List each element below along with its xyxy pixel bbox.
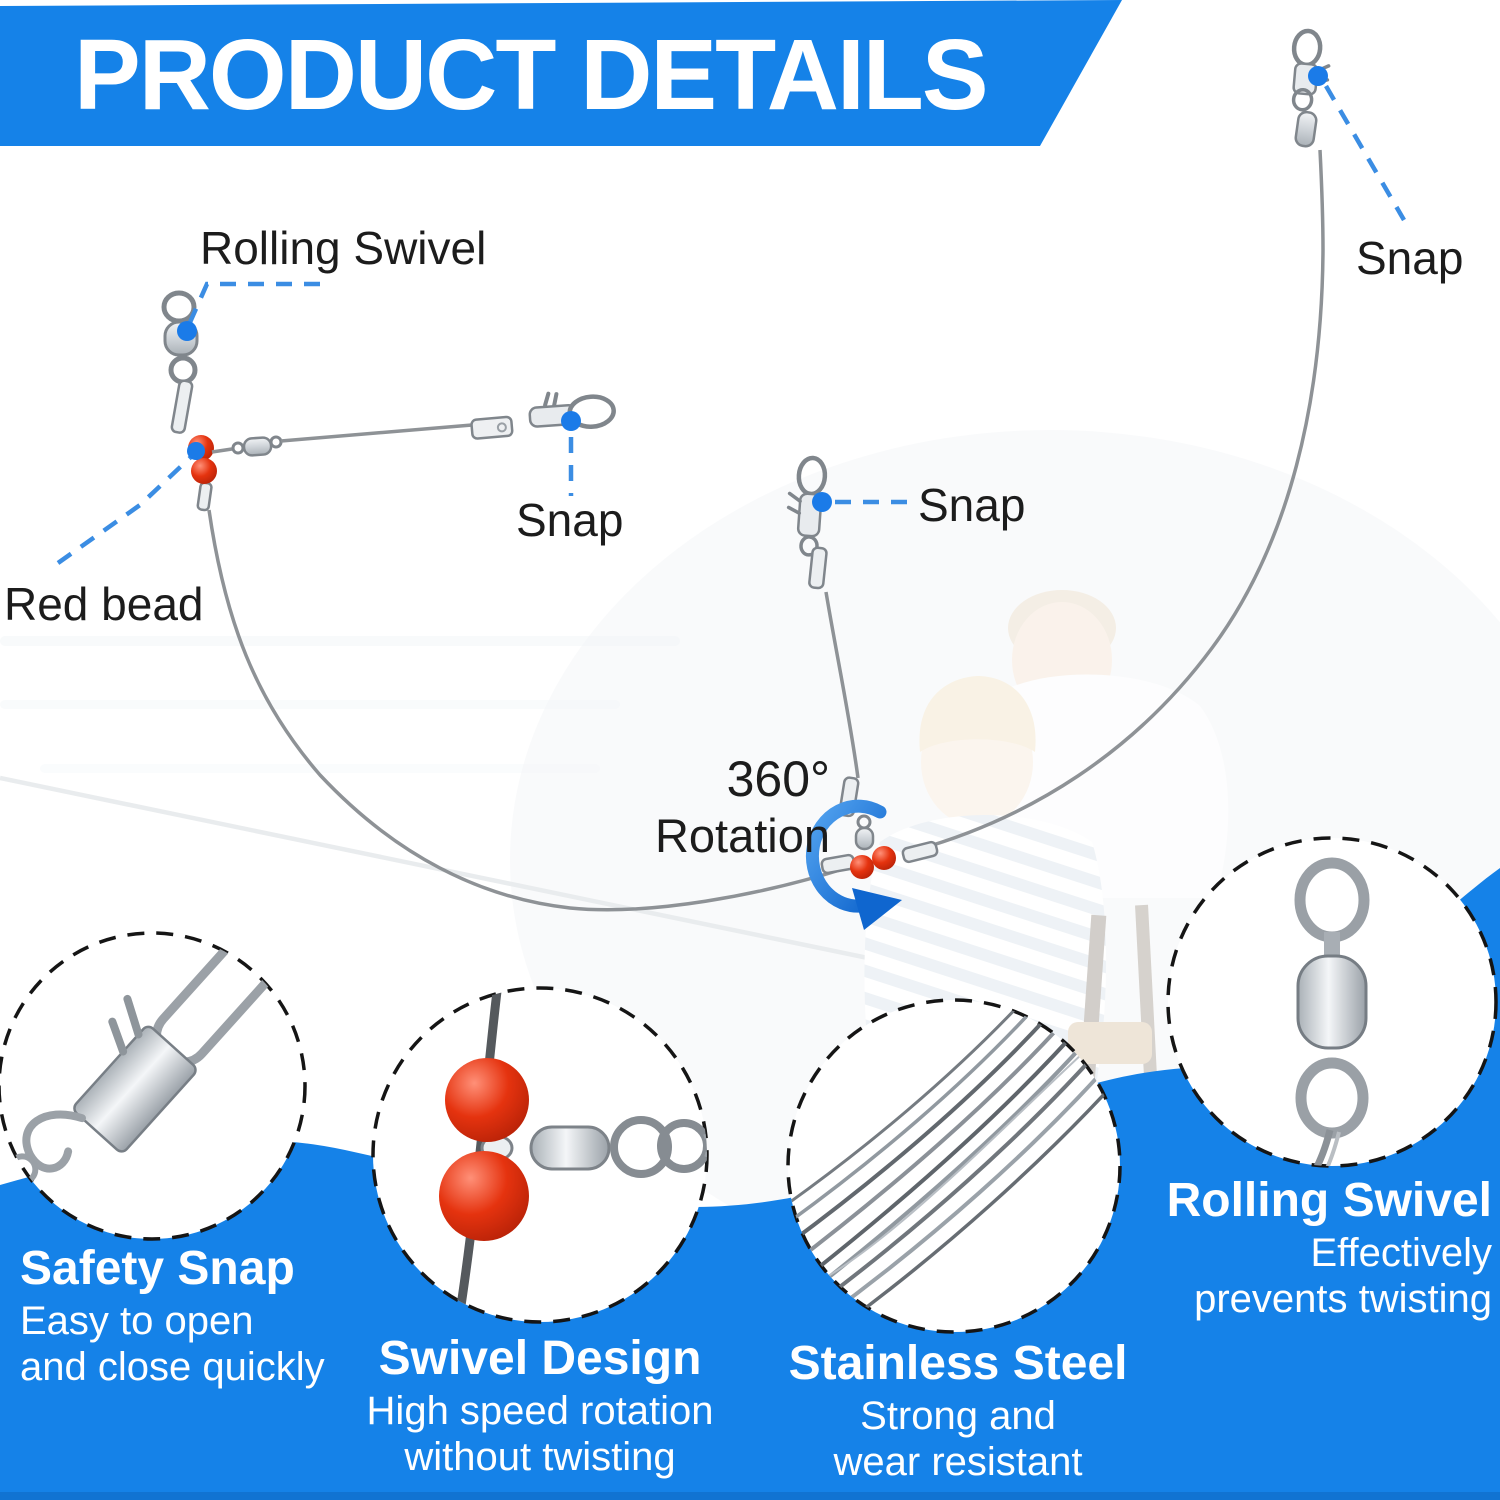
- dropper: [786, 455, 875, 851]
- branch-snap: [528, 391, 616, 429]
- feature-swivel-design: Swivel Design High speed rotation withou…: [330, 1330, 750, 1480]
- snap-main-label: Snap: [1356, 232, 1464, 284]
- feature-title: Stainless Steel: [788, 1337, 1128, 1390]
- callout-dashes: [56, 84, 1406, 565]
- branch-arm: [211, 391, 616, 457]
- swivel-beads-photo: [371, 986, 709, 1324]
- red-bead-label: Red bead: [4, 578, 204, 630]
- top-right-snap: [1291, 28, 1331, 148]
- feature-title: Safety Snap: [20, 1242, 295, 1295]
- feature-rolling-swivel: Rolling Swivel Effectively prevents twis…: [1152, 1172, 1492, 1322]
- rotation-degrees: 360°: [726, 751, 830, 807]
- rotation-label: 360° Rotation: [600, 750, 830, 864]
- rotation-arrow: [805, 799, 902, 930]
- feature-line: without twisting: [404, 1435, 676, 1479]
- feature-safety-snap: Safety Snap Easy to open and close quick…: [20, 1240, 380, 1390]
- main-wire-right: [915, 149, 1325, 852]
- snap-branch-label: Snap: [516, 494, 624, 546]
- product-details-banner: PRODUCT DETAILS: [0, 0, 1122, 146]
- feature-line: wear resistant: [833, 1440, 1083, 1484]
- feature-line: Effectively: [1310, 1231, 1492, 1275]
- photo-silhouettes: [0, 430, 1500, 1290]
- feature-line: prevents twisting: [1194, 1277, 1492, 1321]
- feature-line: Strong and: [860, 1394, 1056, 1438]
- feature-line: Easy to open: [20, 1299, 254, 1343]
- feature-stainless-steel: Stainless Steel Strong and wear resistan…: [748, 1335, 1168, 1485]
- rotation-word: Rotation: [654, 809, 830, 862]
- feature-title: Rolling Swivel: [1166, 1174, 1492, 1227]
- bottom-strip: [0, 1492, 1500, 1500]
- rolling-swivel-photo: [1166, 836, 1498, 1168]
- center-beads: [820, 840, 939, 879]
- safety-snap-photo: [0, 931, 307, 1241]
- feature-line: and close quickly: [20, 1345, 325, 1389]
- steel-wire-photo: [786, 998, 1122, 1334]
- feature-title: Swivel Design: [378, 1332, 702, 1385]
- fishing-rod: [0, 775, 951, 978]
- snap-dropper-label: Snap: [918, 479, 1026, 531]
- main-wire-left: [207, 509, 844, 912]
- banner-title: PRODUCT DETAILS: [74, 19, 989, 131]
- feature-line: High speed rotation: [366, 1389, 714, 1433]
- red-bead-bottom: [191, 458, 217, 484]
- rolling-swivel-label: Rolling Swivel: [200, 222, 487, 274]
- blue-wave: [0, 868, 1500, 1500]
- marker-dots: [177, 66, 1328, 512]
